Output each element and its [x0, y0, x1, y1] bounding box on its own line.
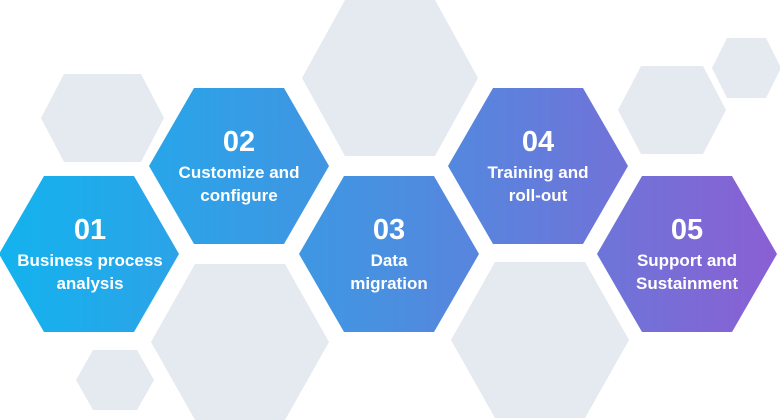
step-01: 01 Business process analysis	[0, 213, 180, 295]
background-hexagon	[618, 66, 726, 154]
step-05: 05 Support and Sustainment	[597, 213, 777, 295]
step-number: 05	[670, 214, 704, 246]
background-hexagon	[451, 262, 629, 418]
step-title-line-1: Customize and	[178, 163, 300, 182]
step-title-line-1: Training and	[487, 163, 589, 182]
step-hexagon-05	[597, 176, 777, 332]
step-title-line-2: Sustainment	[635, 274, 739, 293]
step-title-line-2: configure	[200, 186, 278, 205]
step-title-line-2: migration	[350, 274, 428, 293]
step-title-line-2: analysis	[56, 274, 124, 293]
background-hexagon	[76, 350, 154, 410]
step-title-line-1: Support and	[636, 251, 738, 270]
background-hexagon	[41, 74, 164, 162]
step-02: 02 Customize and configure	[149, 125, 329, 207]
step-title-line-2: roll-out	[508, 186, 568, 205]
step-hexagon-02	[149, 88, 329, 244]
step-number: 03	[372, 214, 406, 246]
step-hexagon-03	[299, 176, 479, 332]
background-hexagon	[302, 0, 478, 156]
step-number: 02	[222, 126, 256, 158]
step-04: 04 Training and roll-out	[448, 125, 628, 207]
step-03: 03 Data migration	[299, 213, 479, 295]
step-hexagon-04	[448, 88, 628, 244]
step-number: 01	[73, 214, 107, 246]
background-hexagon	[712, 38, 780, 98]
step-title-line-1: Data	[370, 251, 408, 270]
step-title-line-1: Business process	[17, 251, 163, 270]
step-hexagon-01	[0, 176, 179, 332]
step-number: 04	[521, 126, 555, 158]
background-hexagon	[151, 264, 329, 420]
